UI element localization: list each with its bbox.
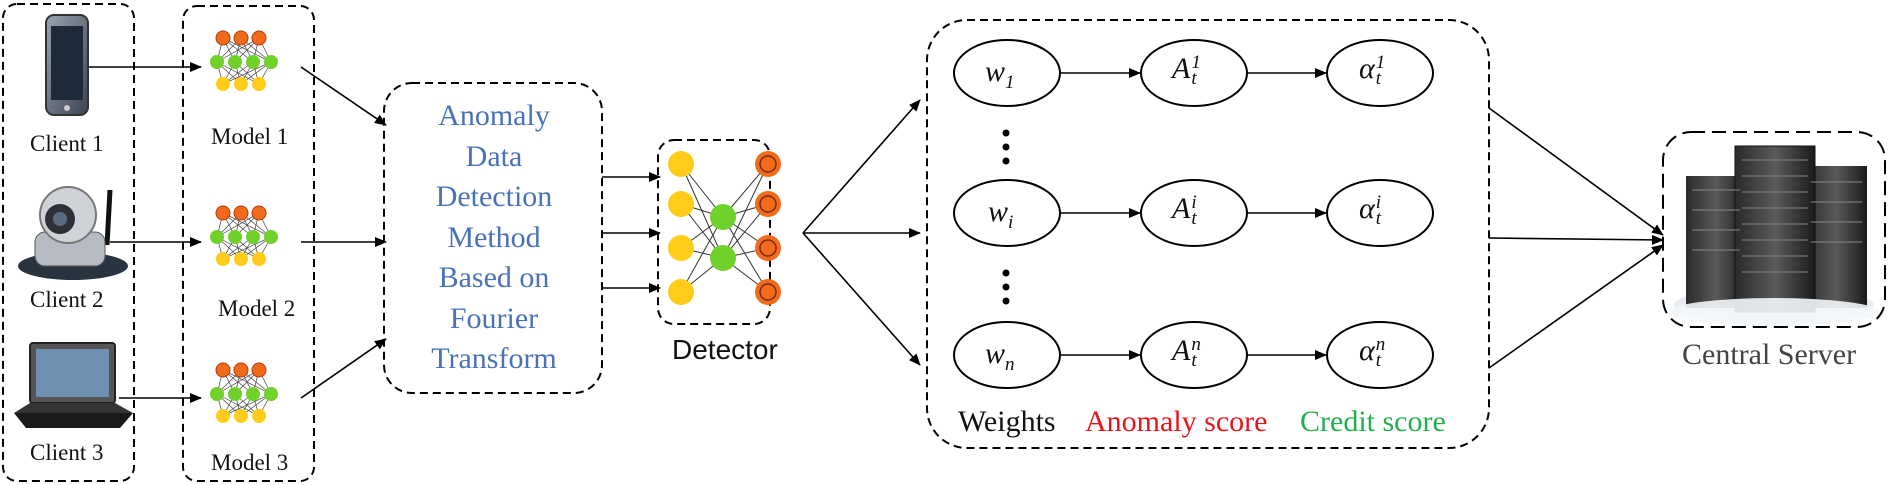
method-line: Method bbox=[447, 220, 541, 254]
detector-network-icon bbox=[668, 151, 781, 305]
detector-label: Detector bbox=[672, 334, 778, 365]
client-label-1: Client 1 bbox=[30, 131, 104, 156]
smartphone-icon bbox=[45, 14, 89, 116]
model-label-2: Model 2 bbox=[218, 296, 296, 321]
client-label-3: Client 3 bbox=[30, 440, 104, 465]
legend-credit-score: Credit score bbox=[1300, 405, 1446, 438]
weight-i: wi bbox=[988, 195, 1014, 233]
method-line: Anomaly bbox=[438, 99, 550, 132]
method-line: Based on bbox=[438, 261, 550, 294]
method-line: Transform bbox=[431, 342, 557, 375]
model-net-icon bbox=[210, 362, 278, 423]
server-rack-icon bbox=[1668, 145, 1880, 326]
method-title: Anomaly Data Detection Method Based on F… bbox=[386, 96, 602, 380]
model-label-3: Model 3 bbox=[211, 450, 289, 475]
weight-n: wn bbox=[985, 337, 1015, 375]
arrows bbox=[89, 62, 1664, 403]
vertical-ellipsis bbox=[1002, 129, 1010, 305]
ip-camera-icon bbox=[18, 186, 128, 280]
weight-1: w1 bbox=[985, 55, 1015, 93]
neural-network-icons bbox=[210, 30, 278, 423]
models-box bbox=[182, 5, 315, 482]
method-line: Detection bbox=[435, 180, 553, 213]
model-net-icon bbox=[210, 30, 278, 91]
model-net-icon bbox=[210, 205, 278, 266]
server-label: Central Server bbox=[1682, 338, 1857, 371]
method-line: Data bbox=[465, 139, 523, 173]
legend-anomaly-score: Anomaly score bbox=[1085, 405, 1268, 438]
score-ellipses bbox=[953, 39, 1434, 389]
model-label-1: Model 1 bbox=[211, 124, 289, 149]
scores-box bbox=[926, 19, 1490, 449]
legend-weights: Weights bbox=[958, 405, 1056, 438]
laptop-icon bbox=[14, 342, 133, 428]
method-line: Fourier bbox=[449, 301, 539, 335]
client-label-2: Client 2 bbox=[30, 287, 104, 312]
